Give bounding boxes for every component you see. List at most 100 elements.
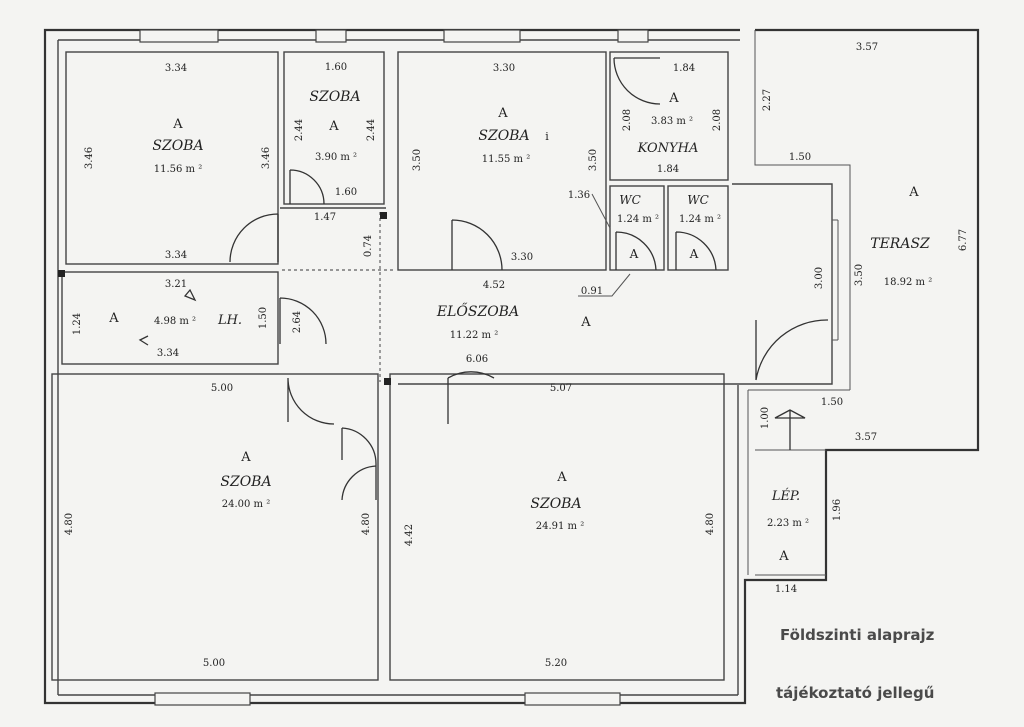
room-name: KONYHA <box>637 141 699 156</box>
dim-bottom: 1.60 <box>335 187 357 198</box>
room-name: WC <box>687 193 709 207</box>
dim-bottom: 3.34 <box>157 348 179 359</box>
room-lep: 1.00 LÉP. 2.23 m ² 1.96 A 1.14 <box>760 407 843 595</box>
dim-inner: 3.50 <box>854 264 865 286</box>
dim-right: 2.08 <box>712 109 723 131</box>
dim-left: 2.44 <box>294 119 305 141</box>
room-mark: A <box>497 106 508 121</box>
room-area: 3.83 m ² <box>651 116 693 127</box>
dim-right: 2.44 <box>366 119 377 141</box>
dim-right: 1.96 <box>832 499 843 521</box>
room-szoba-small: 1.60 SZOBA A 3.90 m ² 1.60 2.44 2.44 <box>294 62 377 198</box>
room-area: 18.92 m ² <box>884 277 932 288</box>
dim-top: 4.52 <box>483 280 505 291</box>
dim-top: 1.00 <box>760 407 771 429</box>
dim-top: 3.34 <box>165 63 187 74</box>
room-konyha: 1.84 A 3.83 m ² KONYHA 1.84 2.08 2.08 <box>622 63 723 175</box>
dim-left: 4.42 <box>404 524 415 546</box>
dim-top: 5.07 <box>550 383 572 394</box>
room-eloszoba: 1.47 0.74 2.64 1.36 4.52 0.91 ELŐSZOBA A… <box>292 190 825 365</box>
room-area: 24.91 m ² <box>536 521 584 532</box>
room-mark: A <box>240 450 251 465</box>
room-mark: A <box>108 311 119 326</box>
room-name: SZOBA <box>309 89 360 105</box>
room-area: 11.55 m ² <box>482 154 530 165</box>
room-mark: A <box>629 247 639 261</box>
room-mark: A <box>778 549 789 564</box>
room-name: ELŐSZOBA <box>436 302 519 320</box>
dim-bottom-ledge: 1.50 <box>821 397 843 408</box>
room-mark: A <box>328 119 339 134</box>
room-mark: A <box>172 117 183 132</box>
dim-f: 3.00 <box>814 267 825 289</box>
dim-left: 1.24 <box>72 313 83 335</box>
dim-d: 1.36 <box>568 190 590 201</box>
dim-left-top: 2.27 <box>762 89 773 111</box>
room-wc-1: WC 1.24 m ² A <box>617 193 659 261</box>
dim-e: 0.91 <box>581 286 603 297</box>
dim-right: 1.50 <box>258 307 269 329</box>
room-mark: A <box>689 247 699 261</box>
dim-top: 3.30 <box>493 63 515 74</box>
dim-left: 4.80 <box>64 513 75 535</box>
room-szoba-bottom-right: 5.07 A SZOBA 24.91 m ² 5.20 4.42 4.80 <box>404 383 716 669</box>
room-szoba-bottom-left: 5.00 A SZOBA 24.00 m ² 5.00 4.80 4.80 <box>64 383 372 669</box>
room-szoba-middle: 3.30 A SZOBA i 11.55 m ² 3.30 3.50 3.50 <box>412 63 599 263</box>
dim-bottom: 5.20 <box>545 658 567 669</box>
dim-left: 2.08 <box>622 109 633 131</box>
dim-left: 3.46 <box>84 147 95 169</box>
dim-right: 4.80 <box>361 513 372 535</box>
doors <box>138 57 829 501</box>
room-mark: A <box>580 315 591 330</box>
room-lh: 3.21 A 4.98 m ² LH. 3.34 1.24 1.50 <box>72 279 269 359</box>
dim-bottom: 5.00 <box>203 658 225 669</box>
room-area: 11.22 m ² <box>450 330 498 341</box>
room-area: 2.23 m ² <box>767 518 809 529</box>
dim-bottom: 1.14 <box>775 584 797 595</box>
room-terasz: 3.57 2.27 1.50 A TERASZ 18.92 m ² 6.77 3… <box>762 42 969 443</box>
dim-bottom: 1.84 <box>657 164 679 175</box>
room-mark: A <box>556 470 567 485</box>
room-area: 1.24 m ² <box>679 214 721 225</box>
dim-top: 3.57 <box>856 42 878 53</box>
dim-left: 3.50 <box>412 149 423 171</box>
room-wc-2: WC 1.24 m ² A <box>679 193 721 261</box>
dim-right: 4.80 <box>705 513 716 535</box>
dim-bottom: 3.57 <box>855 432 877 443</box>
room-name: TERASZ <box>870 236 930 252</box>
dim-top: 1.84 <box>673 63 695 74</box>
room-name: WC <box>619 193 641 207</box>
room-name: LH. <box>217 313 242 328</box>
room-szoba-top-left: 3.34 A SZOBA 11.56 m ² 3.34 3.46 3.46 <box>84 63 272 261</box>
dim-right: 3.46 <box>261 147 272 169</box>
room-name: SZOBA <box>152 138 203 154</box>
room-suffix: i <box>545 130 549 143</box>
dim-bottom: 3.34 <box>165 250 187 261</box>
dim-right: 6.77 <box>958 229 969 251</box>
windows <box>139 29 649 706</box>
room-area: 3.90 m ² <box>315 152 357 163</box>
room-area: 1.24 m ² <box>617 214 659 225</box>
dim-b: 0.74 <box>363 235 374 257</box>
room-mark: A <box>908 185 919 200</box>
dim-ledge: 1.50 <box>789 152 811 163</box>
room-area: 11.56 m ² <box>154 164 202 175</box>
dim-top: 5.00 <box>211 383 233 394</box>
room-mark: A <box>668 91 679 106</box>
room-name: SZOBA <box>220 474 271 490</box>
room-name: SZOBA <box>478 128 529 144</box>
dim-c: 2.64 <box>292 311 303 333</box>
caption-title: Földszinti alaprajz <box>780 626 935 644</box>
room-name: SZOBA <box>530 496 581 512</box>
dim-top: 3.21 <box>165 279 187 290</box>
dim-bottom: 6.06 <box>466 354 488 365</box>
room-name: LÉP. <box>771 488 800 504</box>
dim-a: 1.47 <box>314 212 336 223</box>
dim-bottom: 3.30 <box>511 252 533 263</box>
caption-subtitle: tájékoztató jellegű <box>776 684 934 702</box>
room-area: 4.98 m ² <box>154 316 196 327</box>
dim-top: 1.60 <box>325 62 347 73</box>
room-area: 24.00 m ² <box>222 499 270 510</box>
